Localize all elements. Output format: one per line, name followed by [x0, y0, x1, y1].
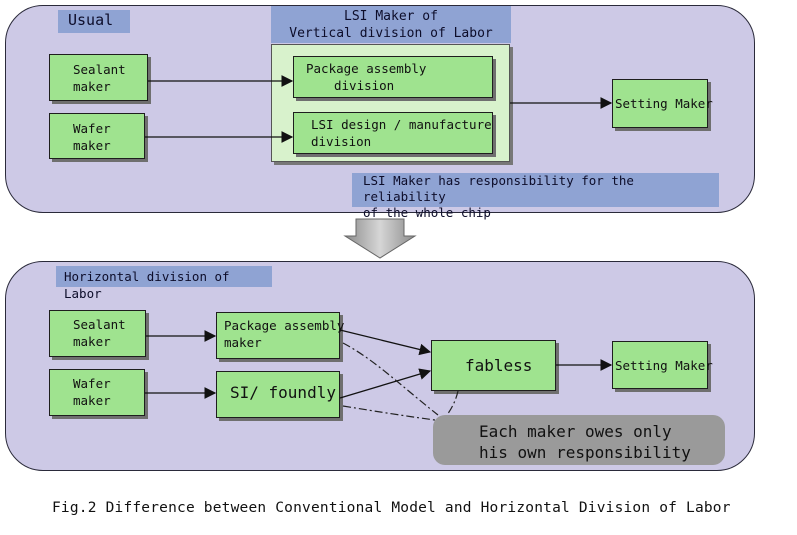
own-note-line1: Each maker owes only: [479, 422, 672, 441]
top-setting-maker-text: Setting Maker: [615, 96, 713, 111]
bottom-wafer-line1: Wafer: [73, 376, 111, 391]
figure-caption: Fig.2 Difference between Conventional Mo…: [52, 500, 731, 516]
lsi-responsibility-note: LSI Maker has responsibility for the rel…: [352, 173, 719, 220]
package-division-line1: Package assembly: [306, 61, 427, 76]
top-sealant-line2: maker: [73, 79, 111, 94]
package-maker-line1: Package assembly: [224, 318, 345, 333]
horizontal-title: Horizontal division of Labor: [56, 266, 272, 301]
top-wafer-maker: Wafer maker: [49, 113, 145, 159]
dashdot-fabless-to-note: [446, 390, 459, 416]
bottom-wafer-maker: Wafer maker: [49, 369, 145, 416]
package-assembly-maker: Package assembly maker: [216, 312, 344, 359]
lsi-header-line1: LSI Maker of: [344, 9, 438, 24]
lsi-design-line2: division: [311, 134, 372, 149]
top-sealant-line1: Sealant: [73, 62, 126, 77]
si-foundry-text: SI/ foundly: [230, 383, 336, 402]
bottom-sealant-line2: maker: [73, 334, 111, 349]
lsi-vertical-header: LSI Maker of Vertical division of Labor: [271, 6, 511, 43]
top-wafer-line2: maker: [73, 138, 111, 153]
fabless-text: fabless: [465, 356, 533, 375]
fabless: fabless: [431, 340, 556, 391]
dashdot-foundry-to-note: [342, 405, 436, 421]
bottom-sealant-line1: Sealant: [73, 317, 126, 332]
bottom-setting-maker-text: Setting Maker: [615, 358, 713, 373]
horizontal-title-text: Horizontal division of Labor: [64, 269, 230, 301]
lsi-header-line2: Vertical division of Labor: [289, 26, 493, 41]
down-arrow-icon: [343, 218, 417, 259]
lsi-note-line1: LSI Maker has responsibility for the rel…: [363, 173, 634, 204]
bottom-wafer-line2: maker: [73, 393, 111, 408]
package-maker-line2: maker: [224, 335, 262, 350]
package-division-line2: division: [334, 78, 395, 93]
usual-title-text: Usual: [68, 11, 114, 29]
si-foundry: SI/ foundly: [216, 371, 340, 418]
own-note-line2: his own responsibility: [479, 443, 691, 462]
usual-title: Usual: [58, 10, 130, 33]
dashdot-package-to-note: [342, 342, 439, 416]
bottom-sealant-maker: Sealant maker: [49, 310, 146, 357]
top-sealant-maker: Sealant maker: [49, 54, 148, 101]
lsi-design-manufacture-division: LSI design / manufacture division: [293, 112, 493, 154]
own-responsibility-note: Each maker owes only his own responsibil…: [433, 415, 725, 465]
lsi-note-line2: of the whole chip: [363, 205, 491, 220]
top-wafer-line1: Wafer: [73, 121, 111, 136]
top-setting-maker: Setting Maker: [612, 79, 713, 128]
bottom-setting-maker: Setting Maker: [612, 341, 713, 389]
arrow-foundry-to-fabless: [339, 368, 432, 399]
arrow-package-to-fabless: [339, 329, 432, 356]
package-assembly-division: Package assembly division: [293, 56, 493, 98]
lsi-design-line1: LSI design / manufacture: [311, 117, 492, 132]
